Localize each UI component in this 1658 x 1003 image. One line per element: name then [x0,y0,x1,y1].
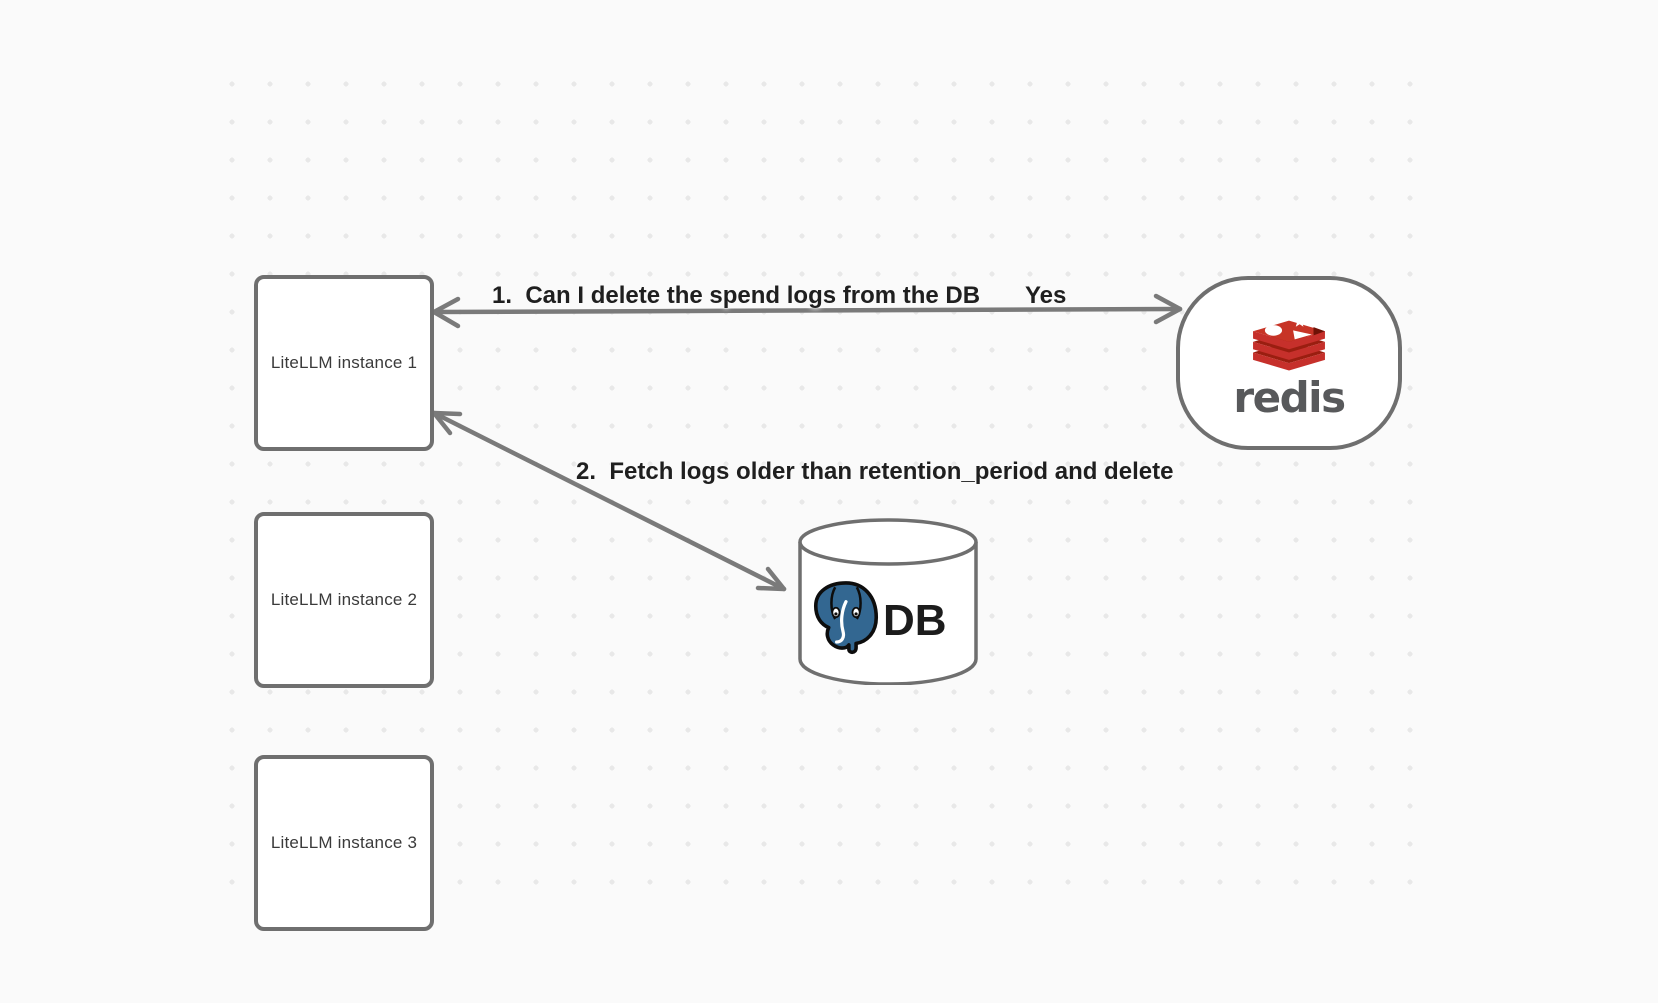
node-db-label: DB [883,596,947,645]
node-litellm-instance-2: LiteLLM instance 2 [254,512,434,688]
node-litellm-instance-2-label: LiteLLM instance 2 [270,590,418,609]
redis-notch-icon [1313,327,1325,336]
node-redis-label: redis [1233,373,1346,422]
postgresql-elephant-icon [813,581,879,655]
redis-logo-icon [1253,314,1325,371]
node-litellm-instance-3: LiteLLM instance 3 [254,755,434,931]
node-redis: redis [1176,276,1402,450]
edge-label-yes: Yes [1025,282,1067,309]
edge-label-fetch-logs-and-delete: 2. Fetch logs older than retention_perio… [576,458,1174,485]
redis-star-icon [1293,314,1306,327]
redis-triangle-icon [1293,330,1312,340]
node-db: DB [797,516,979,685]
node-litellm-instance-1-label: LiteLLM instance 1 [270,353,418,372]
node-litellm-instance-1: LiteLLM instance 1 [254,275,434,451]
node-litellm-instance-3-label: LiteLLM instance 3 [270,833,418,852]
edge-label-can-i-delete-spend-logs: 1. Can I delete the spend logs from the … [492,282,981,309]
